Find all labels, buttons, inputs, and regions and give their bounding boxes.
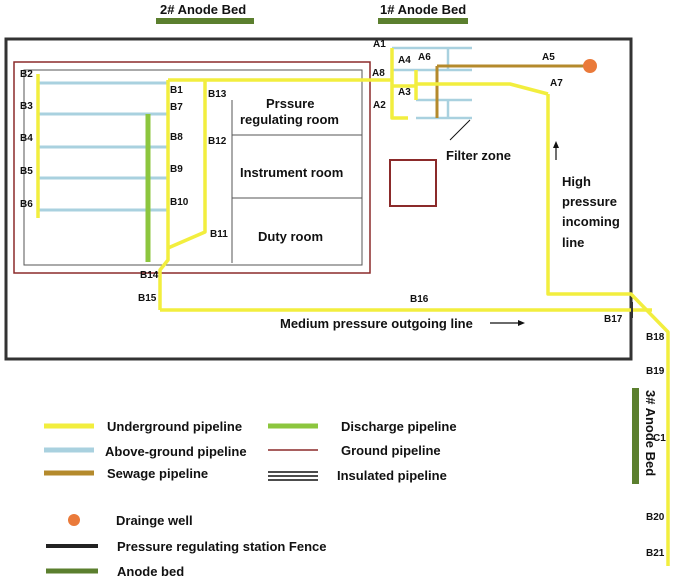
legend-label-sewage: Sewage pipeline	[107, 466, 208, 481]
point-label-A4: A4	[398, 55, 411, 66]
room-duty: Duty room	[258, 229, 323, 244]
point-label-B7: B7	[170, 102, 183, 113]
legend-label-fence: Pressure regulating station Fence	[117, 539, 327, 554]
legend-label-insulated: Insulated pipeline	[337, 468, 447, 483]
underground-b13-b11	[167, 80, 207, 250]
point-label-A5: A5	[542, 52, 555, 63]
point-label-B9: B9	[170, 164, 183, 175]
high-pressure-label-2: pressure	[562, 194, 617, 209]
point-label-A3: A3	[398, 87, 411, 98]
legend-label-discharge: Discharge pipeline	[341, 419, 457, 434]
point-label-B13: B13	[208, 89, 227, 100]
legend-label-anode-bed: Anode bed	[117, 564, 184, 579]
point-label-B4: B4	[20, 133, 33, 144]
room-pressure-line1: Prssure	[266, 96, 314, 111]
ground-pipeline-building	[13, 61, 371, 274]
high-pressure-arrowhead	[553, 141, 559, 148]
point-label-B1: B1	[170, 85, 183, 96]
point-label-B2: B2	[20, 69, 33, 80]
anode-bed-3-bar	[632, 388, 639, 484]
point-label-B17: B17	[604, 314, 623, 325]
room-pressure-line2: regulating room	[240, 112, 339, 127]
point-label-A8: A8	[372, 68, 385, 79]
point-label-B10: B10	[170, 197, 189, 208]
point-label-B14: B14	[140, 270, 159, 281]
ground-pipeline-filter-box	[389, 159, 437, 207]
room-instrument: Instrument room	[240, 165, 343, 180]
point-label-B12: B12	[208, 136, 227, 147]
high-pressure-label-3: incoming	[562, 214, 620, 229]
point-label-A6: A6	[418, 52, 431, 63]
medium-pressure-arrowhead	[518, 320, 525, 326]
legend-swatch-insulated	[268, 471, 318, 481]
point-label-B3: B3	[20, 101, 33, 112]
building-boundary	[23, 69, 363, 266]
legend-label-drainage-well: Drainge well	[116, 513, 193, 528]
high-pressure-label-1: High	[562, 174, 591, 189]
point-label-B21: B21	[646, 548, 665, 559]
filter-zone-pointer	[449, 119, 471, 141]
underground-a1-a2	[390, 48, 408, 120]
anode-bed-3-label: 3# Anode Bed	[643, 390, 658, 476]
point-label-B15: B15	[138, 293, 157, 304]
underground-high-pressure	[546, 94, 670, 566]
medium-pressure-label: Medium pressure outgoing line	[280, 316, 473, 331]
point-label-B16: B16	[410, 294, 429, 305]
drainage-well-a5	[583, 59, 597, 73]
station-fence	[4, 37, 633, 361]
point-label-A2: A2	[373, 100, 386, 111]
legend-label-ground: Ground pipeline	[341, 443, 441, 458]
legend-label-underground: Underground pipeline	[107, 419, 242, 434]
point-label-A7: A7	[550, 78, 563, 89]
point-label-B8: B8	[170, 132, 183, 143]
point-label-B19: B19	[646, 366, 665, 377]
anode-bed-2-label: 2# Anode Bed	[160, 2, 246, 17]
point-label-B11: B11	[210, 229, 228, 240]
point-label-C1: C1	[653, 433, 666, 444]
legend-swatch-drainage-well	[68, 514, 80, 526]
legend-label-above-ground: Above-ground pipeline	[105, 444, 247, 459]
point-label-B18: B18	[646, 332, 665, 343]
underground-a3-a7	[416, 82, 549, 96]
high-pressure-label-4: line	[562, 235, 584, 250]
point-label-A1: A1	[373, 39, 386, 50]
underground-b1-to-b14	[158, 80, 170, 310]
anode-bed-1-bar	[378, 18, 468, 24]
filter-zone-label: Filter zone	[446, 148, 511, 163]
point-label-B6: B6	[20, 199, 33, 210]
point-label-B20: B20	[646, 512, 665, 523]
point-label-B5: B5	[20, 166, 33, 177]
anode-bed-1-label: 1# Anode Bed	[380, 2, 466, 17]
anode-bed-2-bar	[156, 18, 254, 24]
